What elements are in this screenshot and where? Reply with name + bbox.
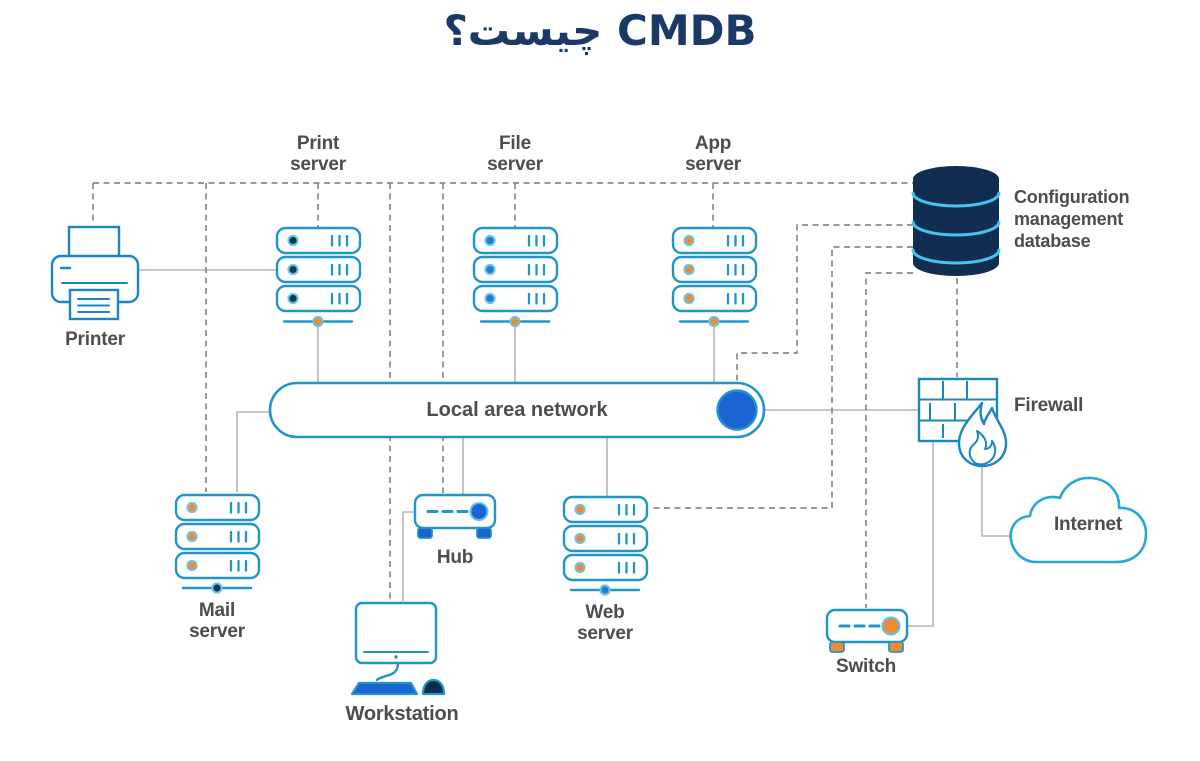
label-firewall: Firewall (1014, 395, 1084, 416)
link-firewall-internet (981, 464, 1014, 537)
web-server-icon (562, 495, 649, 596)
link-mailserver-lan (236, 411, 272, 492)
label-web-server: Web server (577, 602, 633, 644)
link-hub-workstation (402, 511, 415, 601)
label-printer: Printer (65, 329, 125, 350)
workstation-icon (350, 601, 446, 696)
dashed-cmdb-lines (92, 182, 958, 608)
mail-server-icon (174, 493, 261, 594)
printer-icon (50, 225, 140, 321)
dash-webserver-cmdb (649, 246, 913, 509)
file-server-icon (472, 226, 559, 328)
dash-lan-cmdb (736, 224, 913, 381)
lan-icon (268, 381, 766, 439)
firewall-icon (917, 377, 1008, 468)
keyboard-icon (350, 681, 419, 696)
label-lan: Local area network (426, 398, 608, 421)
dash-switch-cmdb (865, 272, 913, 608)
label-mail-server: Mail server (189, 600, 245, 642)
lan-node-dot (716, 389, 758, 431)
cmdb-database-icon (911, 166, 1001, 276)
internet-cloud-icon (1009, 476, 1148, 564)
switch-icon (825, 608, 909, 653)
label-hub: Hub (436, 547, 474, 568)
label-internet: Internet (1053, 514, 1123, 535)
label-switch: Switch (835, 656, 897, 677)
label-cmdb: Configuration management database (1014, 187, 1130, 251)
page-title: CMDB چیست؟ (443, 6, 757, 55)
print-server-icon (275, 226, 362, 328)
link-switch-firewall (907, 442, 934, 627)
flame-icon (957, 401, 1008, 468)
label-file-server: File server (487, 133, 543, 175)
label-print-server: Print server (290, 133, 346, 175)
mouse-icon (421, 678, 446, 696)
app-server-icon (671, 226, 758, 328)
hub-icon (413, 493, 497, 539)
label-workstation: Workstation (345, 703, 459, 725)
solid-network-lines (138, 269, 1014, 627)
label-app-server: App server (685, 133, 741, 175)
